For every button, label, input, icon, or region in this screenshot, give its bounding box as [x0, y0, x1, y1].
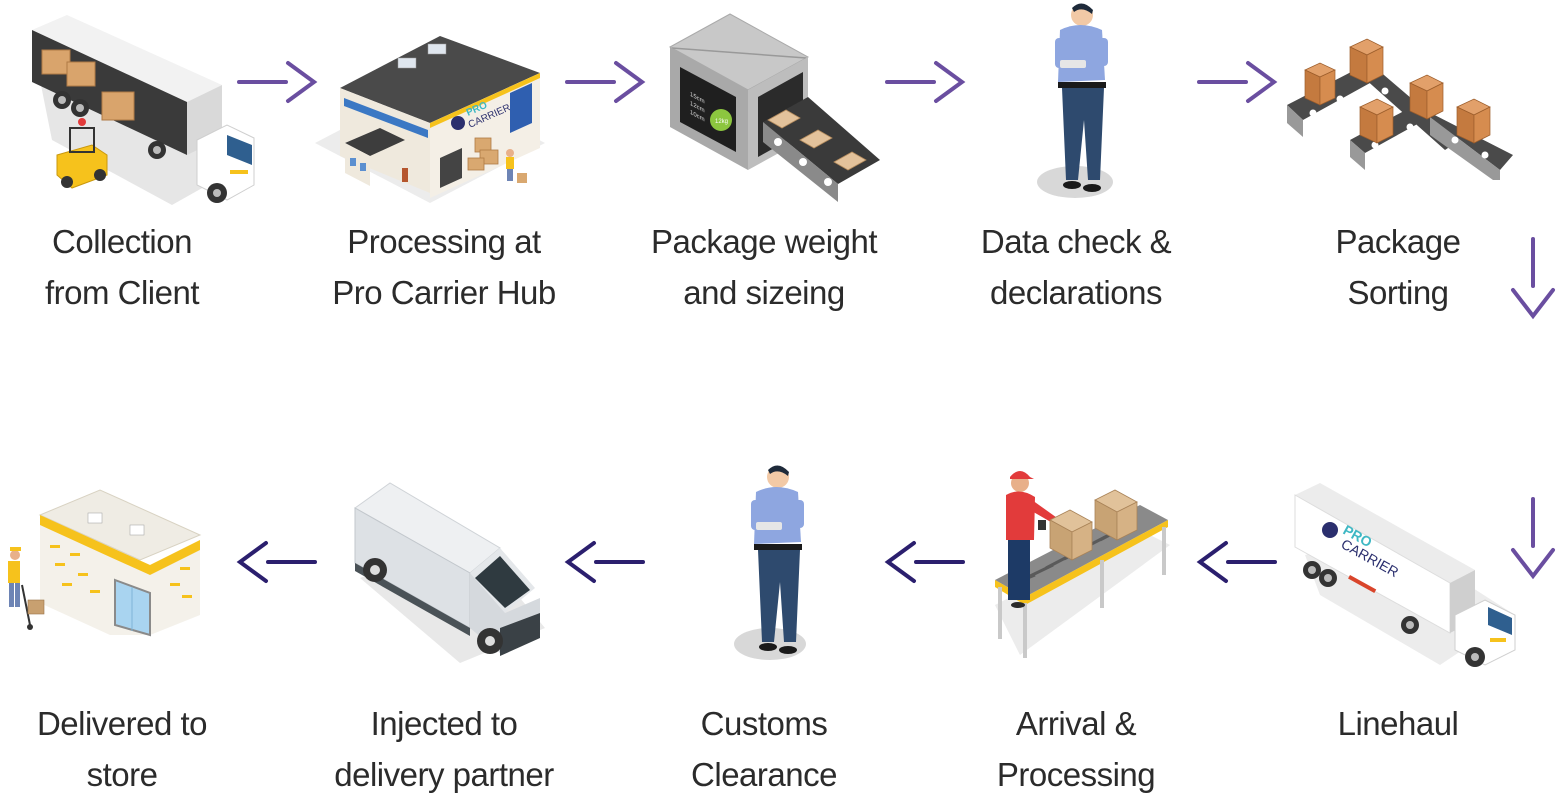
officer-icon [1030, 0, 1120, 205]
branded-truck-icon: PRO CARRIER [1290, 475, 1520, 670]
step-label: Package Sorting [1335, 223, 1461, 311]
step-label: Processing at Pro Carrier Hub [332, 223, 556, 311]
scanner-conveyor-icon: 15cm 12cm 10cm 12kg [668, 12, 883, 204]
arrow-left-icon [884, 540, 966, 584]
arrow-left-icon [236, 540, 318, 584]
step-label: Customs Clearance [691, 705, 837, 793]
step-label: Arrival & Processing [996, 705, 1156, 793]
sorting-conveyor-icon [1285, 35, 1515, 185]
truck-forklift-icon [22, 10, 267, 210]
store-icon [0, 485, 235, 645]
step-label: Linehaul [1337, 705, 1459, 742]
customs-officer-icon [730, 462, 815, 667]
arrow-right-icon [884, 60, 966, 104]
arrow-down-icon [1510, 496, 1556, 580]
arrow-right-icon [1196, 60, 1278, 104]
arrow-right-icon [236, 60, 318, 104]
arrow-left-icon [1196, 540, 1278, 584]
arrow-left-icon [564, 540, 646, 584]
scanner-weight-badge: 12kg [715, 119, 728, 125]
warehouse-icon: PRO CARRIER [310, 28, 550, 208]
arrow-right-icon [564, 60, 646, 104]
step-label: Collection from Client [44, 223, 200, 311]
worker-conveyor-icon [990, 465, 1172, 660]
step-label: Data check & declarations [980, 223, 1172, 311]
step-label: Delivered to store [36, 705, 208, 793]
step-label: Injected to delivery partner [334, 705, 554, 793]
step-label: Package weight and sizeing [651, 223, 877, 311]
van-icon [350, 478, 550, 668]
arrow-down-icon [1510, 236, 1556, 320]
